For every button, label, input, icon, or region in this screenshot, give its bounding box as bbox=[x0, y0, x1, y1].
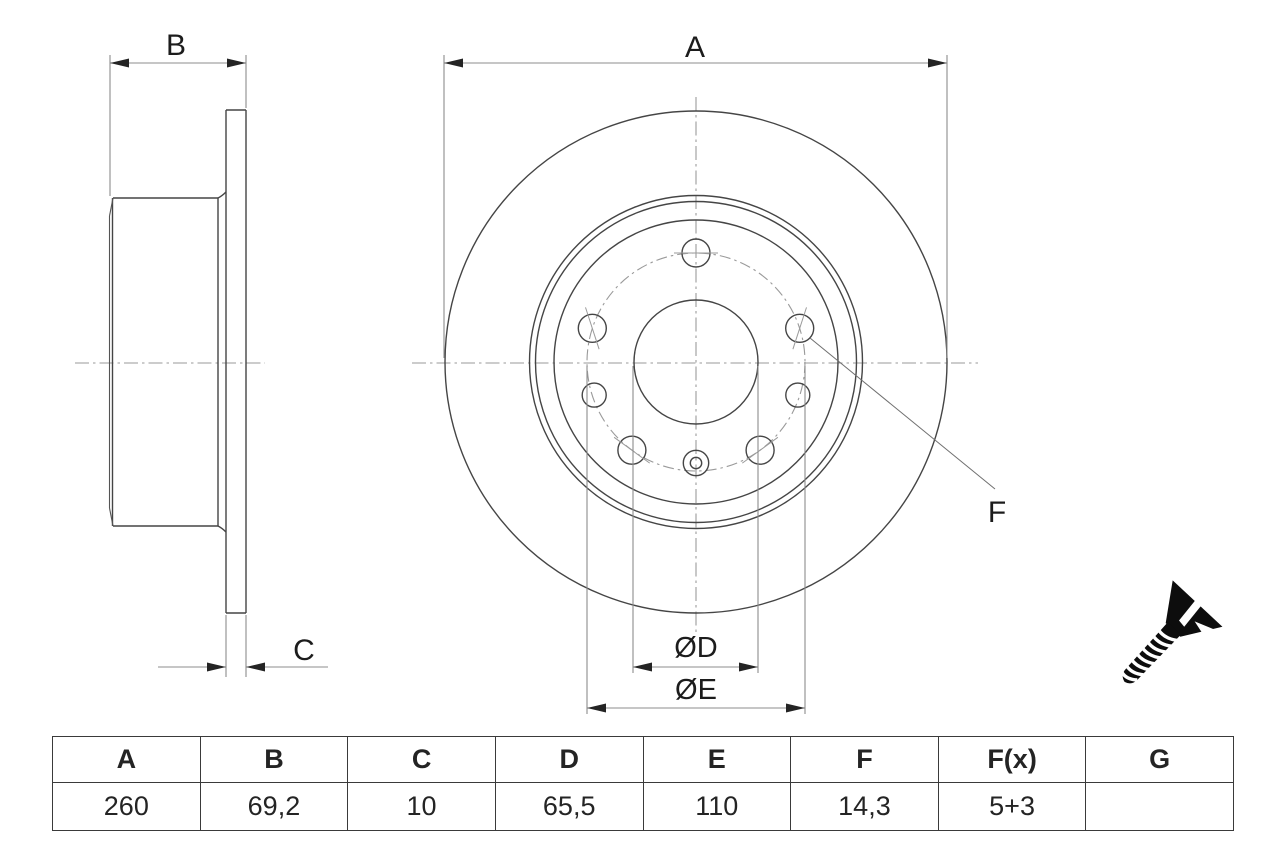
bolt-circle bbox=[586, 252, 806, 472]
friction-band-circle-inner bbox=[534, 200, 858, 524]
dimension-F: F bbox=[809, 337, 1006, 529]
dimension-C-label: C bbox=[293, 634, 315, 667]
center-bore-circle bbox=[633, 299, 759, 425]
spec-header-cell: C bbox=[347, 736, 496, 783]
locating-holes bbox=[581, 382, 811, 477]
hub-face-circle bbox=[553, 219, 839, 505]
spec-header-cell: D bbox=[494, 736, 644, 783]
outer-diameter-circle bbox=[444, 110, 948, 614]
hat-section bbox=[108, 191, 227, 533]
dimension-A-label: A bbox=[685, 31, 705, 64]
spec-value-cell: 10 bbox=[347, 782, 496, 831]
spec-header-cell: A bbox=[52, 736, 201, 783]
dimension-E-label: ØE bbox=[675, 674, 717, 706]
spec-header-cell: F bbox=[790, 736, 939, 783]
set-screw-hole-inner bbox=[689, 456, 703, 470]
dimension-D-label: ØD bbox=[674, 632, 718, 664]
dimension-A: A bbox=[443, 31, 948, 358]
spec-value-cell: 260 bbox=[52, 782, 201, 831]
set-screw-hole bbox=[682, 449, 710, 477]
dimension-B: B bbox=[109, 29, 247, 196]
spec-header-cell: G bbox=[1085, 736, 1234, 783]
disc-plate-section bbox=[225, 109, 247, 614]
dimension-B-label: B bbox=[166, 29, 186, 62]
dimension-C: C bbox=[158, 615, 328, 677]
dimension-spec-table: A B C D E F F(x) G 260 69,2 10 65,5 110 … bbox=[52, 736, 1234, 831]
dimension-E: ØE bbox=[586, 366, 806, 714]
spec-header-cell: F(x) bbox=[937, 736, 1087, 783]
spec-table-value-row: 260 69,2 10 65,5 110 14,3 5+3 bbox=[52, 782, 1234, 831]
spec-value-cell: 69,2 bbox=[199, 782, 349, 831]
side-view bbox=[75, 109, 265, 614]
front-view bbox=[412, 97, 978, 632]
bolt-hole-centermarks bbox=[585, 252, 807, 464]
dimensions: A B C ØD bbox=[109, 29, 1006, 714]
spec-value-cell: 110 bbox=[642, 782, 792, 831]
friction-band-circle-outer bbox=[528, 194, 864, 530]
countersunk-screw-icon bbox=[1120, 580, 1223, 684]
spec-value-cell: 5+3 bbox=[937, 782, 1087, 831]
spec-value-cell bbox=[1085, 782, 1234, 831]
spec-value-cell: 65,5 bbox=[494, 782, 644, 831]
spec-value-cell: 14,3 bbox=[790, 782, 939, 831]
dimension-F-label: F bbox=[988, 496, 1006, 529]
technical-drawing: A B C ØD bbox=[75, 29, 1223, 714]
spec-table-header-row: A B C D E F F(x) G bbox=[52, 736, 1234, 783]
bolt-holes bbox=[577, 238, 815, 465]
spec-header-cell: E bbox=[642, 736, 792, 783]
dimension-D: ØD bbox=[632, 366, 759, 673]
spec-header-cell: B bbox=[199, 736, 349, 783]
